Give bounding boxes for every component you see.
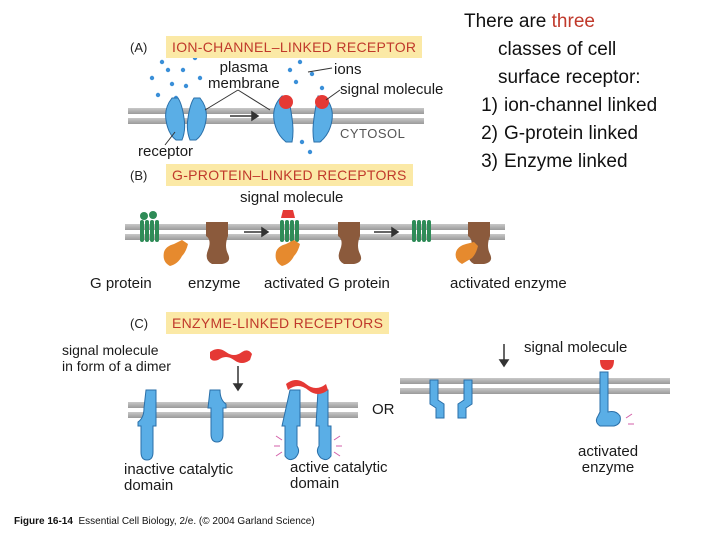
panel-a-title: ION-CHANNEL–LINKED RECEPTOR [166,36,423,58]
label-activated-enzyme-b: activated enzyme [450,275,567,292]
panel-b-letter: (B) [130,168,148,183]
pointer-lines-a [164,67,341,146]
g-protein-bound [455,242,478,264]
gpcr-receptor-1 [140,211,159,242]
label-signal-molecule-a: signal molecule [340,81,444,98]
active-receptor-pair [281,389,332,461]
panel-a-letter: (A) [130,40,148,55]
receptor-class-list: 1)ion-channel linked 2)G-protein linked … [464,92,720,176]
activated-g-protein [275,240,300,266]
label-activated-g-protein: activated G protein [264,275,390,292]
intro-line-2: classes of cell [498,39,617,60]
figure-caption: Figure 16-14 Essential Cell Biology, 2/e… [14,516,315,527]
arrow-c2 [498,344,510,368]
single-receptor-pair [429,379,473,419]
membrane-c [128,378,670,418]
signal-molecule-c [600,360,614,370]
membrane-b [125,224,505,240]
label-signal-molecule-c: signal molecule [524,339,628,356]
gpcr-receptor-3 [412,220,431,242]
list-item: 3)Enzyme linked [481,151,628,172]
activity-sparkle-c [274,435,342,457]
intro-line-3: surface receptor: [498,67,641,88]
signal-molecule-b [281,210,295,218]
gpcr-receptor-2 [280,220,299,242]
label-ions: ions [334,61,362,78]
panel-c-letter: (C) [130,316,149,331]
g-protein [163,240,188,266]
signal-dimer [210,349,252,363]
panel-b-title: G-PROTEIN–LINKED RECEPTORS [166,164,413,186]
arrow-c1 [232,366,244,392]
label-enzyme: enzyme [188,275,241,292]
inactive-receptor-pair [137,389,227,461]
arrow-b2 [374,226,400,238]
label-signal-molecule-b: signal molecule [240,189,344,206]
bound-dimer [286,380,328,394]
signal-molecule-bound-right [315,95,329,109]
label-or: OR [372,401,395,418]
panel-c-title: ENZYME-LINKED RECEPTORS [166,312,390,334]
activated-single-receptor [595,371,621,427]
signal-molecule-bound-left [279,95,293,109]
side-text-block: There are three classes of cell surface … [464,8,720,176]
label-receptor: receptor [138,143,194,160]
arrow-a [230,110,260,122]
enzyme-2 [338,222,362,264]
arrow-b1 [244,226,270,238]
intro-line-1: There are three [464,11,595,32]
label-g-protein: G protein [90,275,152,292]
intro-accent: three [551,11,595,32]
enzyme [206,222,230,264]
label-cytosol: CYTOSOL [340,126,406,141]
activity-sparkle-c2 [625,413,634,425]
list-item: 1)ion-channel linked [481,95,658,116]
list-item: 2)G-protein linked [481,123,639,144]
ion-channel-closed [165,97,207,141]
